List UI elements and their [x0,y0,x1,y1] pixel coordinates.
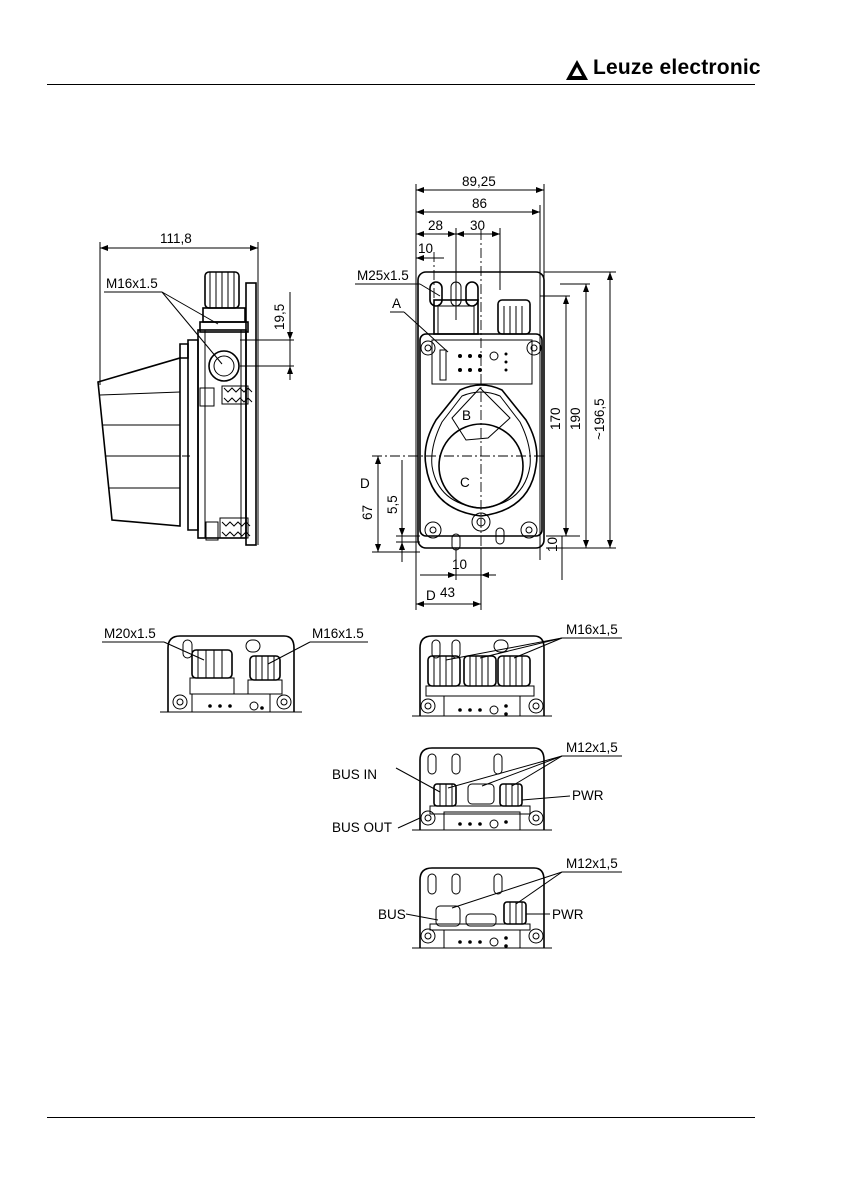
v2-thread: M16x1,5 [566,622,618,637]
marker-c: C [460,475,470,490]
front-dim-170: 170 [548,407,563,430]
front-dim-10: 10 [418,241,433,256]
front-dim-89-25: 89,25 [462,174,496,189]
v3-bus-out: BUS OUT [332,820,392,835]
front-dim-43: 43 [440,585,455,600]
marker-d-bottom: D [426,588,436,603]
front-dim-10-bottom: 10 [452,557,467,572]
v1-left-thread: M20x1.5 [104,626,156,641]
marker-b: B [462,408,471,423]
front-dim-86: 86 [472,196,487,211]
front-dim-67: 67 [360,505,375,520]
v3-thread: M12x1,5 [566,740,618,755]
front-dim-28: 28 [428,218,443,233]
variant-4-view: BUS M12x1,5 PWR [378,856,622,948]
v3-pwr: PWR [572,788,604,803]
front-dim-10-right: 10 [545,537,560,552]
side-view: 111,8 [98,231,294,545]
front-dim-190: 190 [568,407,583,430]
v4-bus: BUS [378,907,406,922]
front-dim-196-5: ~196,5 [592,398,607,440]
v4-pwr: PWR [552,907,584,922]
side-thread-label: M16x1.5 [106,276,158,291]
marker-a: A [392,296,401,311]
front-dim-5-5: 5,5 [385,495,400,514]
variant-2-view: M16x1,5 [412,622,622,716]
front-view: 89,25 86 28 30 10 M25x1.5 [355,174,616,610]
v4-thread: M12x1,5 [566,856,618,871]
variant-3-view: BUS IN BUS OUT M12x1,5 PWR [332,740,622,835]
v3-bus-in: BUS IN [332,767,377,782]
v1-right-thread: M16x1.5 [312,626,364,641]
front-thread-label: M25x1.5 [357,268,409,283]
side-offset-dim: 19,5 [272,304,287,330]
variant-1-view: M20x1.5 M16x1.5 [102,626,368,712]
marker-d-left: D [360,476,370,491]
front-dim-30: 30 [470,218,485,233]
side-width-dim: 111,8 [160,231,192,246]
